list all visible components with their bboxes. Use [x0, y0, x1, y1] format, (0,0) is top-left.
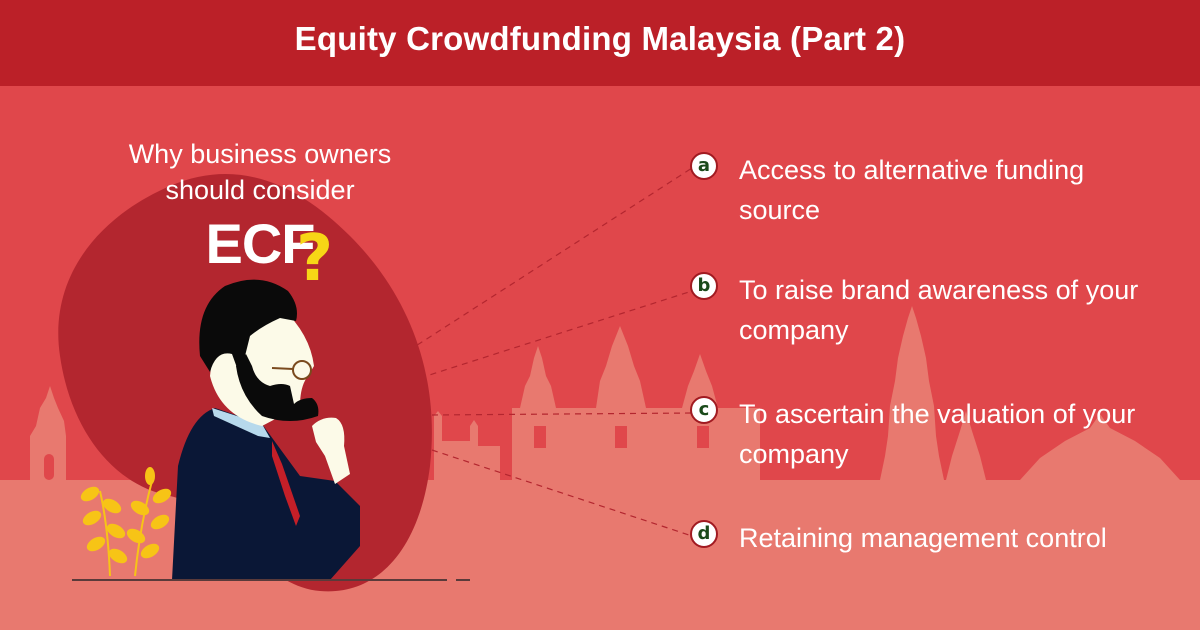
header-banner: Equity Crowdfunding Malaysia (Part 2) — [0, 0, 1200, 86]
question-line-2: should consider — [165, 175, 355, 205]
reason-text: Retaining management control — [739, 523, 1107, 553]
reason-item-b: b To raise brand awareness of your compa… — [690, 270, 1159, 350]
question-line-1: Why business owners — [128, 139, 392, 169]
ecf-highlight: ECF — [205, 212, 316, 275]
reason-item-a: a Access to alternative funding source — [690, 150, 1159, 230]
skyline-silhouette-icon — [30, 167, 1180, 537]
reason-item-c: c To ascertain the valuation of your com… — [690, 394, 1159, 474]
illustration-stage: Why business owners should consider ECF … — [0, 86, 1200, 630]
person-illustration — [58, 174, 470, 592]
badge-a: a — [690, 152, 718, 180]
question-mark-icon: ? — [296, 222, 334, 296]
plant-icon — [80, 467, 172, 577]
reason-text: To ascertain the valuation of your compa… — [739, 399, 1136, 469]
badge-c: c — [690, 396, 718, 424]
reason-item-d: d Retaining management control — [690, 518, 1199, 558]
question-heading: Why business owners should consider ECF — [90, 136, 430, 274]
page-title: Equity Crowdfunding Malaysia (Part 2) — [294, 20, 906, 57]
reason-text: Access to alternative funding source — [739, 155, 1085, 225]
badge-d: d — [690, 520, 718, 548]
reason-text: To raise brand awareness of your company — [739, 275, 1139, 345]
badge-b: b — [690, 272, 718, 300]
